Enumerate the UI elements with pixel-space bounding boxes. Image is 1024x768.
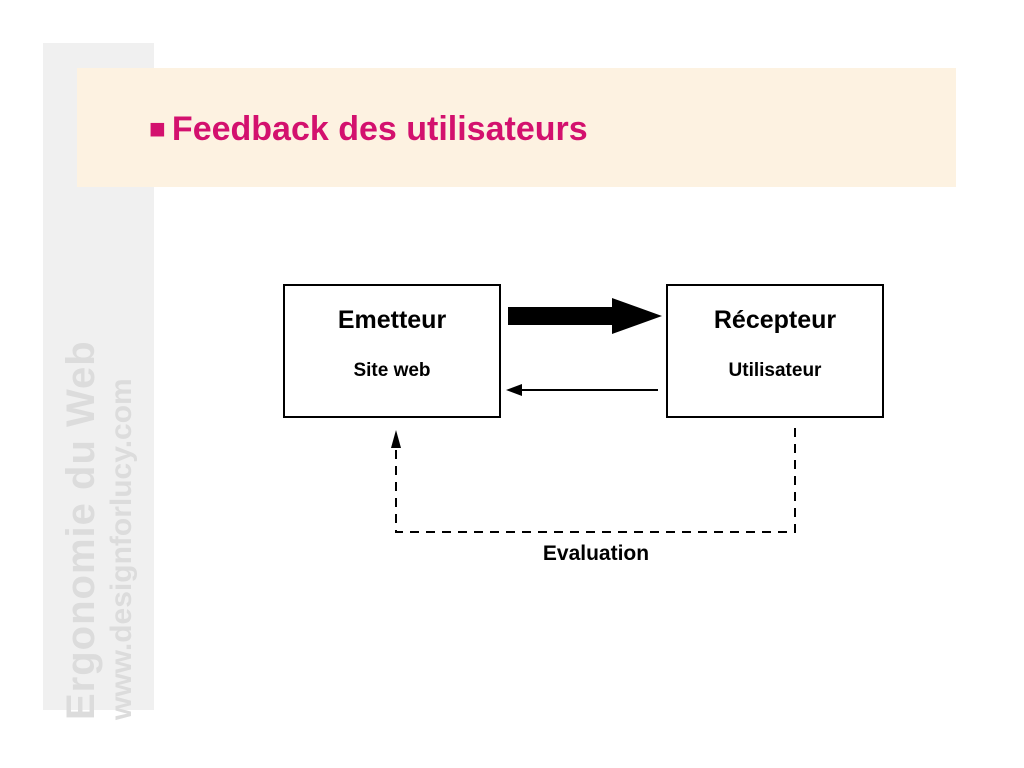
sender-subtitle: Site web xyxy=(353,360,431,381)
slide-title-text: Feedback des utilisateurs xyxy=(171,110,588,148)
evaluation-loop xyxy=(395,428,796,533)
evaluation-label: Evaluation xyxy=(542,542,650,565)
slide-title: ■Feedback des utilisateurs xyxy=(149,105,588,153)
forward-arrow xyxy=(508,298,662,334)
sender-box: Emetteur Site web xyxy=(283,284,501,418)
receiver-title: Récepteur xyxy=(713,306,837,334)
evaluation-arrow-head xyxy=(391,430,401,448)
square-bullet-icon: ■ xyxy=(149,113,166,144)
title-band xyxy=(77,68,956,187)
return-arrow-head xyxy=(506,384,522,396)
sender-title: Emetteur xyxy=(337,306,447,334)
receiver-box: Récepteur Utilisateur xyxy=(666,284,884,418)
receiver-subtitle: Utilisateur xyxy=(728,360,822,381)
